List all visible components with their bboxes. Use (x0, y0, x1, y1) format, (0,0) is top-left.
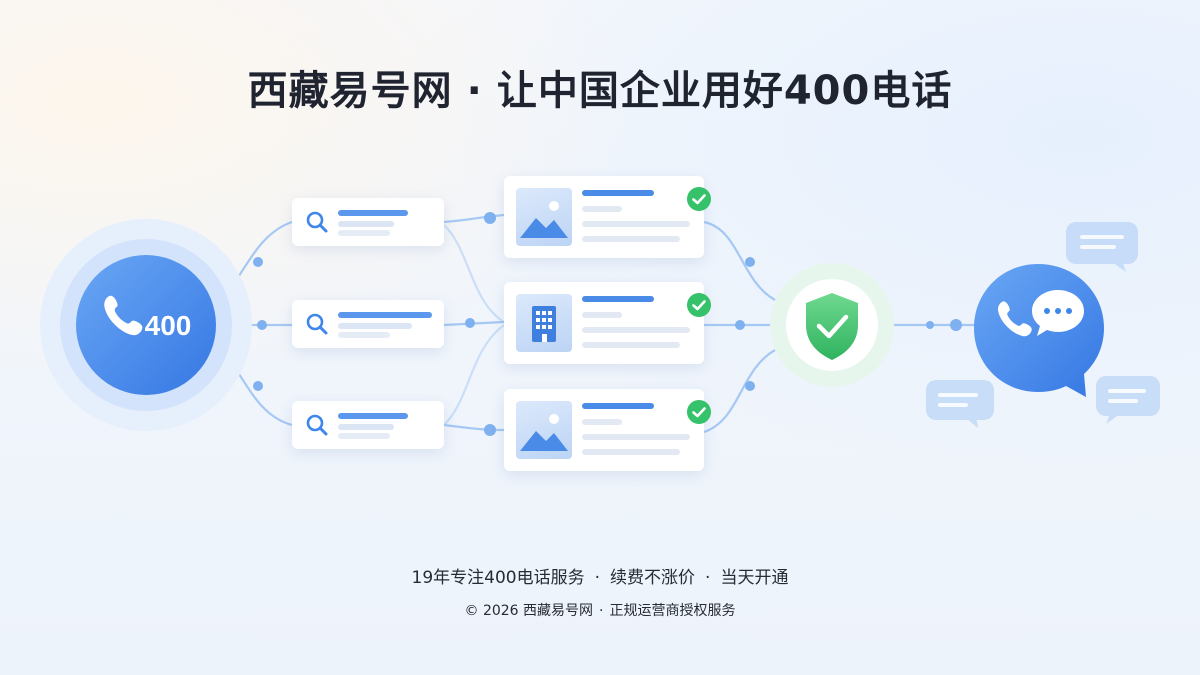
search-icon (306, 313, 328, 335)
placeholder-line (338, 433, 390, 439)
placeholder-line (582, 403, 654, 409)
placeholder-line (582, 236, 680, 242)
feature-item: 19年专注400电话服务 (411, 568, 585, 588)
phone-icon (104, 295, 143, 336)
placeholder-line (582, 296, 654, 302)
placeholder-line (582, 419, 622, 425)
placeholder-line (582, 190, 654, 196)
shield-check-badge (770, 263, 894, 387)
copyright-line: © 2026 西藏易号网 · 正规运营商授权服务 (0, 600, 1200, 620)
page-title: 西藏易号网 · 让中国企业用好400电话 (0, 58, 1200, 116)
placeholder-line (338, 312, 432, 318)
copyright-separator: · (599, 603, 604, 619)
placeholder-line (582, 327, 690, 333)
placeholder-line (338, 221, 394, 227)
placeholder-line (582, 312, 622, 318)
left-badge-label: 400 (145, 310, 192, 341)
feature-item: 续费不涨价 (610, 568, 696, 588)
title-slogan: 让中国企业用好400电话 (496, 68, 953, 114)
search-icon (306, 414, 328, 436)
copyright-text: © 2026 西藏易号网 (464, 603, 594, 619)
result-card (504, 389, 711, 471)
image-icon (520, 201, 568, 238)
feature-item: 当天开通 (720, 568, 789, 588)
placeholder-line (338, 230, 390, 236)
title-brand: 西藏易号网 (247, 68, 453, 114)
right-phone-chat-badge (974, 264, 1104, 397)
check-icon (687, 293, 711, 317)
search-card (292, 401, 444, 449)
chat-bubble-icon (1096, 376, 1160, 424)
result-card (504, 176, 711, 258)
chat-bubble-icon (1066, 222, 1138, 272)
authorization-note: 正规运营商授权服务 (609, 603, 736, 619)
placeholder-line (338, 413, 408, 419)
feature-tagline: 19年专注400电话服务 · 续费不涨价 · 当天开通 (0, 563, 1200, 588)
placeholder-line (582, 206, 622, 212)
placeholder-line (338, 424, 394, 430)
placeholder-line (582, 221, 690, 227)
result-card (504, 282, 711, 364)
placeholder-line (582, 342, 680, 348)
search-card (292, 300, 444, 348)
feature-separator: · (705, 568, 711, 588)
feature-separator: · (594, 568, 601, 588)
building-icon (532, 306, 556, 342)
check-icon (687, 400, 711, 424)
title-separator: · (466, 68, 483, 114)
phone-chat-icon (998, 290, 1084, 337)
placeholder-line (582, 449, 680, 455)
placeholder-line (338, 323, 412, 329)
search-card (292, 198, 444, 246)
image-thumbnail (516, 188, 572, 246)
check-icon (687, 187, 711, 211)
image-icon (520, 414, 568, 451)
search-icon (306, 211, 328, 233)
building-thumbnail (516, 294, 572, 352)
placeholder-line (338, 210, 408, 216)
connector-nodes (253, 212, 962, 436)
placeholder-line (582, 434, 690, 440)
chat-bubble-icon (926, 380, 994, 428)
placeholder-line (338, 332, 390, 338)
left-400-badge: 400 (40, 219, 252, 431)
image-thumbnail (516, 401, 572, 459)
shield-check-icon (806, 293, 858, 360)
